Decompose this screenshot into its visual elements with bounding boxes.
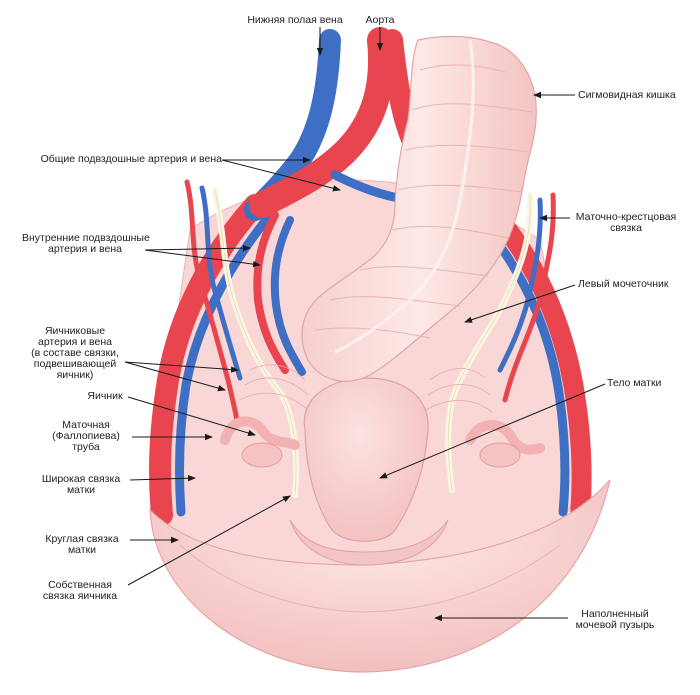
leader-uterus-body [379,383,606,479]
label-tube-line1: Маточная [62,419,110,431]
label-tube-line3: труба [72,441,100,453]
label-ovarian-line4: подвешивающей [33,358,117,370]
label-common-iliac: Общие подвздошные артерия и вена [40,153,222,165]
left-ovarian-artery [184,179,241,428]
label-inferior-vena-cava: Нижняя полая вена [247,14,343,26]
label-uterus-body: Тело матки [607,377,662,389]
label-ovarian-ligament: Собственная связка яичника [30,580,130,602]
label-uterosacral-line1: Маточно-крестцовая [575,211,677,223]
label-ovarian-line3: (в составе связки, [31,347,119,359]
label-ovarian-line2: артерия и вена [37,336,112,348]
label-round-line1: Круглая связка [45,533,119,545]
right-external-artery [490,210,592,525]
left-ovary [241,442,283,468]
left-internal-vein [270,216,306,376]
leader-internal-b [144,249,261,268]
label-uterosacral-line2: связка [610,222,642,234]
leader-ovarian-a [124,361,239,373]
right-ovarian-artery [502,192,556,403]
right-tube [465,420,545,455]
leader-ovarian-b [124,361,226,392]
leader-ovary [127,396,256,437]
label-ovary: Яичник [87,390,123,402]
aorta-vessel [249,27,395,218]
left-tube [220,416,300,450]
leader-own [127,495,291,586]
label-aorta: Аорта [365,14,395,26]
label-uterosacral: Маточно-крестцовая связка [572,212,680,234]
label-sigmoid-colon: Сигмовидная кишка [578,89,676,101]
label-broad-ligament: Широкая связка матки [32,474,130,496]
label-bladder: Наполненный мочевой пузырь [565,609,665,631]
colon-haustra [314,64,533,339]
leader-common-iliac-b [221,159,341,192]
leader-broad [129,475,196,482]
right-ovarian-vein [497,197,543,373]
label-broad-line1: Широкая связка [41,473,121,485]
cervix [289,519,449,566]
left-external-vein [174,210,275,517]
label-internal-iliac-line1: Внутренние подвздошные [22,232,150,244]
left-ovarian-vein [199,185,243,381]
label-bladder-line1: Наполненный [581,608,649,620]
label-ovarian-line5: яичник) [56,369,94,381]
label-round-ligament: Круглая связка матки [34,534,130,556]
label-ovarian-vessels: Яичниковые артерия и вена (в составе свя… [22,326,128,381]
bladder [149,479,611,673]
leader-left-ureter [464,284,576,323]
colon-taenia [334,39,475,354]
broad-ligament-folds [239,364,493,413]
label-own-line2: связка яичника [42,590,118,602]
leader-internal-a [144,244,251,252]
leader-lines [124,27,606,622]
label-left-ureter: Левый мочеточник [578,278,669,290]
label-internal-iliac-line2: артерия и вена [47,243,122,255]
right-ovary [479,442,521,468]
label-tube-line2: (Фаллопиева) [52,430,120,442]
left-internal-artery [253,211,289,374]
label-bladder-line2: мочевой пузырь [575,619,655,631]
label-broad-line2: матки [66,484,96,496]
label-round-line2: матки [67,544,97,556]
label-fallopian-tube: Маточная (Фаллопиева) труба [38,420,134,453]
label-ovarian-line1: Яичниковые [44,325,106,337]
label-internal-iliac: Внутренние подвздошные артерия и вена [22,232,150,255]
label-own-line1: Собственная [48,579,112,591]
